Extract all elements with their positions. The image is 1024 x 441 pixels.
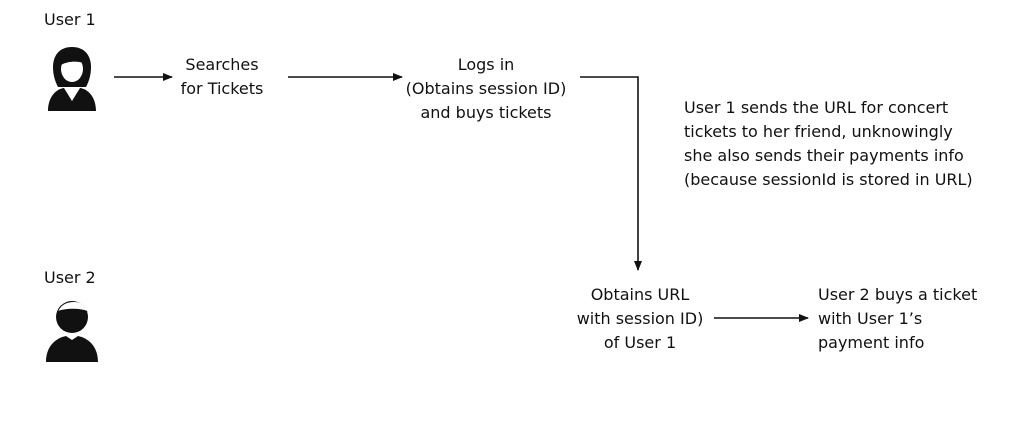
user1-label: User 1 [44, 10, 96, 29]
note-line-2: tickets to her friend, unknowingly [684, 122, 953, 141]
step-obtain-line-1: Obtains URL [590, 285, 690, 304]
step-login-buy: Logs in (Obtains session ID) and buys ti… [394, 53, 578, 125]
step-search-line-2: for Tickets [180, 79, 264, 98]
note-text: User 1 sends the URL for concert tickets… [684, 96, 973, 192]
step-buy-line-2: with User 1’s [818, 309, 923, 328]
user2-label: User 2 [44, 268, 96, 287]
step-login-line-2: (Obtains session ID) [405, 79, 567, 98]
step-buy-line-3: payment info [818, 333, 925, 352]
arrow-login-to-obtain [580, 76, 642, 271]
step-obtain-line-3: of User 1 [603, 333, 677, 352]
note-line-4: (because sessionId is stored in URL) [684, 170, 973, 189]
note-line-1: User 1 sends the URL for concert [684, 98, 949, 117]
step-login-line-1: Logs in [457, 55, 515, 74]
step-obtain-line-2: with session ID) [576, 309, 704, 328]
step-buy-line-1: User 2 buys a ticket [818, 285, 978, 304]
step-search-line-1: Searches [185, 55, 259, 74]
female-user-icon [48, 47, 96, 111]
note-line-3: she also sends their payments info [684, 146, 964, 165]
male-user-icon [46, 301, 98, 362]
step-login-line-3: and buys tickets [420, 103, 552, 122]
step-obtain-url: Obtains URL with session ID) of User 1 [570, 283, 710, 355]
step-search-tickets: Searches for Tickets [170, 53, 274, 101]
step-user2-buys: User 2 buys a ticket with User 1’s payme… [818, 283, 977, 355]
